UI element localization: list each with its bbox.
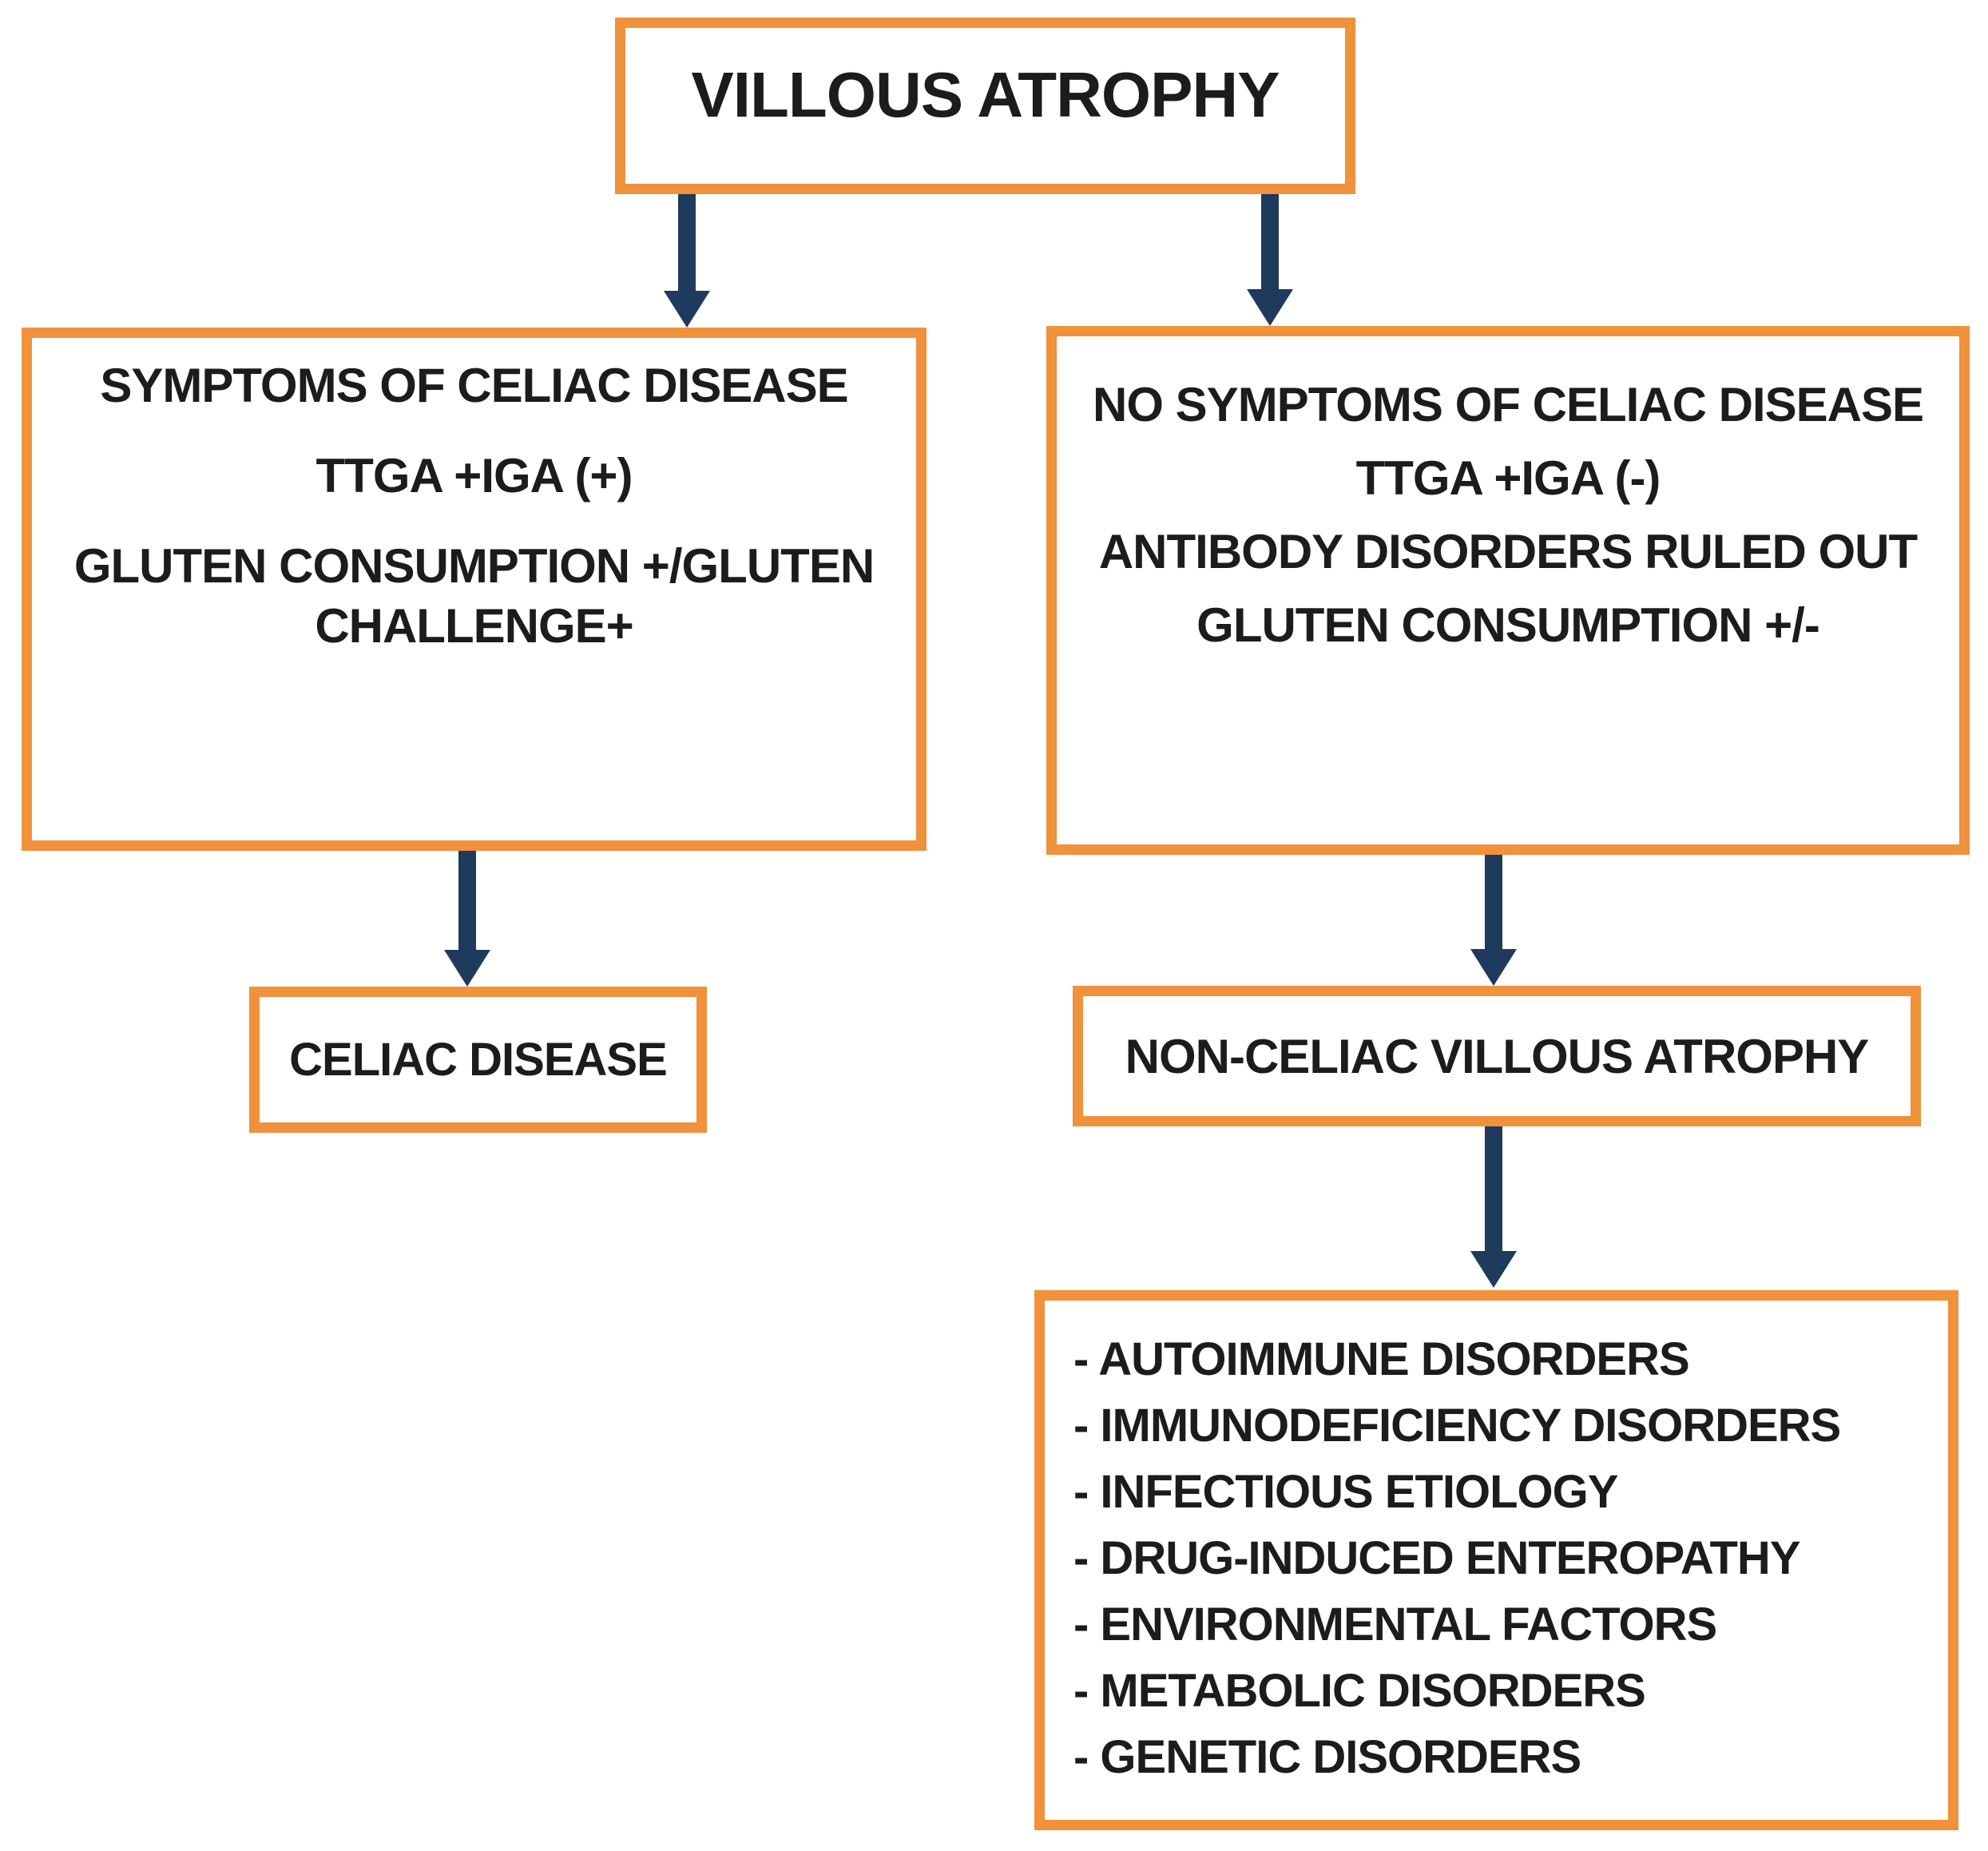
outcome-label: CELIAC DISEASE: [289, 1034, 668, 1086]
cause-item: - DRUG-INDUCED ENTEROPATHY: [1073, 1532, 1801, 1584]
arrow-head-icon: [444, 950, 490, 987]
cause-item: - IMMUNODEFICIENCY DISORDERS: [1073, 1400, 1841, 1452]
arrow-shaft: [1261, 194, 1279, 289]
cause-item: - ENVIRONMENTAL FACTORS: [1073, 1599, 1717, 1650]
root-box-label: VILLOUS ATROPHY: [691, 59, 1280, 130]
cause-item: - AUTOIMMUNE DISORDERS: [1073, 1333, 1690, 1385]
arrow-head-icon: [1247, 289, 1293, 326]
arrow-head-icon: [1470, 1251, 1517, 1288]
left-criteria-box-symptoms-of-celiac-disease: SYMPTOMS OF CELIAC DISEASE TTGA +IGA (+)…: [22, 328, 927, 851]
cause-item: - INFECTIOUS ETIOLOGY: [1073, 1466, 1618, 1518]
outcome-box-non-celiac-villous-atrophy: NON-CELIAC VILLOUS ATROPHY: [1073, 986, 1921, 1126]
arrow-shaft: [458, 851, 476, 950]
outcome-box-celiac-disease: CELIAC DISEASE: [249, 987, 707, 1133]
down-arrow-to-causes-list: [1470, 1126, 1517, 1288]
arrow-head-icon: [664, 291, 710, 328]
criteria-line: TTGA +IGA (-): [1355, 451, 1661, 505]
criteria-line: TTGA +IGA (+): [315, 449, 633, 502]
criteria-line: NO SYMPTOMS OF CELIAC DISEASE: [1092, 378, 1924, 431]
arrow-shaft: [1485, 855, 1502, 949]
cause-item: - GENETIC DISORDERS: [1073, 1731, 1581, 1783]
down-arrow-to-celiac-disease: [444, 851, 490, 987]
criteria-line: ANTIBODY DISORDERS RULED OUT: [1098, 525, 1918, 578]
down-arrow-to-non-celiac-villous-atrophy: [1470, 855, 1517, 986]
down-arrow-root-to-right-criteria: [1247, 194, 1293, 326]
causes-list-box: - AUTOIMMUNE DISORDERS - IMMUNODEFICIENC…: [1034, 1290, 1958, 1830]
arrow-shaft: [678, 194, 696, 291]
cause-item: - METABOLIC DISORDERS: [1073, 1665, 1646, 1717]
criteria-line: GLUTEN CONSUMPTION +/GLUTEN CHALLENGE+: [73, 539, 875, 653]
root-box-villous-atrophy: VILLOUS ATROPHY: [615, 18, 1355, 194]
outcome-label: NON-CELIAC VILLOUS ATROPHY: [1125, 1029, 1870, 1083]
arrow-head-icon: [1470, 949, 1517, 986]
right-criteria-box-no-symptoms-of-celiac-disease: NO SYMPTOMS OF CELIAC DISEASE TTGA +IGA …: [1046, 326, 1970, 855]
criteria-line: GLUTEN CONSUMPTION +/-: [1196, 598, 1820, 652]
arrow-shaft: [1485, 1126, 1502, 1251]
criteria-line: SYMPTOMS OF CELIAC DISEASE: [100, 359, 848, 412]
down-arrow-root-to-left-criteria: [664, 194, 710, 328]
